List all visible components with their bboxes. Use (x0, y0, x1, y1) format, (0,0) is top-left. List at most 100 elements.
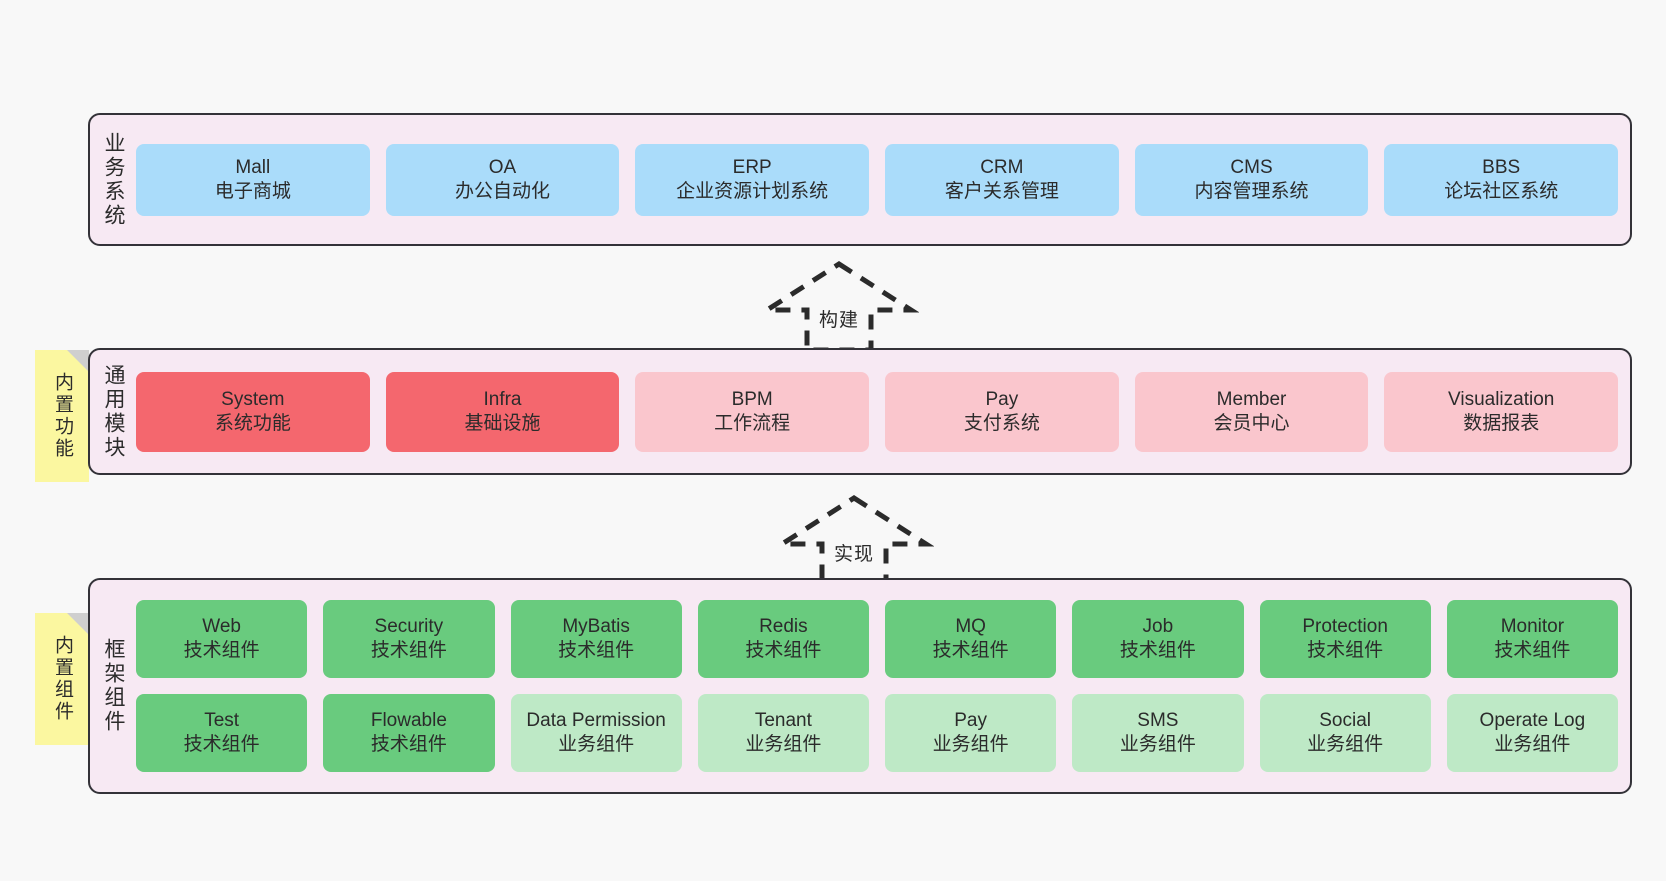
layer-common-modules: 通用模块 System 系统功能 Infra 基础设施 BPM 工作流程 Pay (88, 348, 1632, 475)
module-card-subtitle: 企业资源计划系统 (676, 180, 829, 202)
layer-title-common-text: 通用模块 (102, 363, 126, 460)
module-card-bbs[interactable]: BBS 论坛社区系统 (1384, 143, 1619, 216)
module-card-subtitle: 基础设施 (464, 412, 541, 434)
module-card-subtitle: 技术组件 (370, 734, 447, 755)
module-card-title: Job (1142, 616, 1174, 638)
module-card-title: CRM (980, 156, 1024, 178)
layer-business-systems: 业务系统 Mall 电子商城 OA 办公自动化 ERP 企业资源计划系统 CRM (88, 113, 1632, 246)
module-card-title: Flowable (370, 710, 447, 732)
module-card-title: Tenant (754, 710, 812, 732)
module-card-subtitle: 技术组件 (183, 640, 260, 661)
layer-body-framework: Web 技术组件 Security 技术组件 MyBatis 技术组件 Redi… (136, 580, 1630, 792)
layer-body-business: Mall 电子商城 OA 办公自动化 ERP 企业资源计划系统 CRM 客户关系… (136, 115, 1630, 244)
layer-title-framework: 框架组件 (90, 580, 136, 792)
module-card-title: Operate Log (1479, 710, 1586, 732)
module-card-data-permission[interactable]: Data Permission 业务组件 (510, 694, 682, 772)
sticky-note-builtin-component: 内置组件 (35, 613, 89, 745)
module-card-redis[interactable]: Redis 技术组件 (697, 600, 869, 678)
module-card-mybatis[interactable]: MyBatis 技术组件 (510, 600, 682, 678)
module-card-subtitle: 业务组件 (1307, 734, 1384, 755)
module-card-title: SMS (1137, 710, 1179, 732)
module-card-subtitle: 电子商城 (214, 180, 291, 202)
module-card-title: CMS (1230, 156, 1273, 178)
module-card-system[interactable]: System 系统功能 (136, 371, 370, 452)
module-card-visualization[interactable]: Visualization 数据报表 (1384, 371, 1619, 452)
layer-framework-row-tech: Web 技术组件 Security 技术组件 MyBatis 技术组件 Redi… (136, 600, 1618, 678)
module-card-title: Infra (483, 388, 522, 410)
arrow-implement-shape (774, 495, 934, 587)
layer-business-row: Mall 电子商城 OA 办公自动化 ERP 企业资源计划系统 CRM 客户关系… (136, 143, 1619, 216)
module-card-title: MyBatis (562, 616, 630, 638)
module-card-title: Data Permission (526, 710, 666, 732)
module-card-social[interactable]: Social 业务组件 (1259, 694, 1431, 772)
module-card-subtitle: 技术组件 (183, 734, 260, 755)
module-card-subtitle: 技术组件 (1119, 640, 1196, 661)
module-card-subtitle: 工作流程 (714, 412, 791, 434)
module-card-subtitle: 业务组件 (1119, 734, 1196, 755)
module-card-protection[interactable]: Protection 技术组件 (1259, 600, 1431, 678)
module-card-mq[interactable]: MQ 技术组件 (885, 600, 1057, 678)
module-card-crm[interactable]: CRM 客户关系管理 (885, 143, 1119, 216)
layer-framework-components: 框架组件 Web 技术组件 Security 技术组件 MyBatis 技术组件… (88, 578, 1632, 794)
arrow-implement: 实现 (774, 492, 934, 587)
module-card-cms[interactable]: CMS 内容管理系统 (1134, 143, 1369, 216)
module-card-subtitle: 技术组件 (1307, 640, 1384, 661)
module-card-subtitle: 技术组件 (932, 640, 1009, 661)
module-card-title: ERP (732, 156, 772, 178)
module-card-pay[interactable]: Pay 支付系统 (885, 371, 1119, 452)
module-card-operate-log[interactable]: Operate Log 业务组件 (1446, 694, 1618, 772)
sticky-note-text: 内置组件 (51, 635, 73, 723)
module-card-title: BPM (731, 388, 773, 410)
arrow-build-shape (759, 261, 919, 353)
module-card-sms[interactable]: SMS 业务组件 (1072, 694, 1244, 772)
module-card-subtitle: 业务组件 (558, 734, 635, 755)
module-card-subtitle: 技术组件 (558, 640, 635, 661)
module-card-test[interactable]: Test 技术组件 (136, 694, 308, 772)
arrow-implement-label: 实现 (833, 544, 874, 565)
module-card-subtitle: 数据报表 (1463, 412, 1540, 434)
module-card-erp[interactable]: ERP 企业资源计划系统 (635, 143, 870, 216)
arrow-build-label: 构建 (818, 310, 859, 331)
module-card-bpm[interactable]: BPM 工作流程 (635, 371, 870, 452)
module-card-subtitle: 业务组件 (932, 734, 1009, 755)
module-card-title: Social (1319, 710, 1371, 732)
module-card-subtitle: 客户关系管理 (944, 180, 1059, 202)
module-card-subtitle: 系统功能 (214, 412, 291, 434)
module-card-subtitle: 技术组件 (1494, 640, 1571, 661)
module-card-web[interactable]: Web 技术组件 (136, 600, 308, 678)
module-card-subtitle: 内容管理系统 (1194, 180, 1309, 202)
module-card-title: Test (204, 710, 240, 732)
sticky-note-builtin-function: 内置功能 (35, 350, 89, 482)
module-card-title: Web (202, 616, 241, 638)
module-card-title: Member (1216, 388, 1287, 410)
module-card-member[interactable]: Member 会员中心 (1134, 371, 1369, 452)
module-card-security[interactable]: Security 技术组件 (323, 600, 495, 678)
module-card-title: Visualization (1448, 388, 1555, 410)
layer-body-common: System 系统功能 Infra 基础设施 BPM 工作流程 Pay 支付系统… (136, 350, 1630, 473)
module-card-flowable[interactable]: Flowable 技术组件 (323, 694, 495, 772)
module-card-title: System (221, 388, 285, 410)
note-fold-corner-icon (67, 350, 89, 372)
module-card-monitor[interactable]: Monitor 技术组件 (1446, 600, 1618, 678)
module-card-title: OA (488, 156, 517, 178)
layer-title-framework-text: 框架组件 (102, 638, 126, 734)
module-card-title: Mall (235, 156, 271, 178)
module-card-subtitle: 技术组件 (370, 640, 447, 661)
module-card-infra[interactable]: Infra 基础设施 (385, 371, 620, 452)
arrow-build: 构建 (759, 258, 919, 353)
module-card-title: Security (374, 616, 444, 638)
module-card-title: Redis (759, 616, 808, 638)
module-card-title: Protection (1302, 616, 1388, 638)
module-card-pay-business[interactable]: Pay 业务组件 (885, 694, 1057, 772)
module-card-subtitle: 业务组件 (745, 734, 822, 755)
module-card-title: BBS (1482, 156, 1521, 178)
module-card-job[interactable]: Job 技术组件 (1072, 600, 1244, 678)
module-card-mall[interactable]: Mall 电子商城 (136, 143, 370, 216)
layer-common-row: System 系统功能 Infra 基础设施 BPM 工作流程 Pay 支付系统… (136, 371, 1619, 452)
module-card-title: Pay (985, 388, 1019, 410)
module-card-oa[interactable]: OA 办公自动化 (385, 143, 620, 216)
module-card-tenant[interactable]: Tenant 业务组件 (697, 694, 869, 772)
module-card-subtitle: 支付系统 (963, 412, 1040, 434)
module-card-subtitle: 业务组件 (1494, 734, 1571, 755)
